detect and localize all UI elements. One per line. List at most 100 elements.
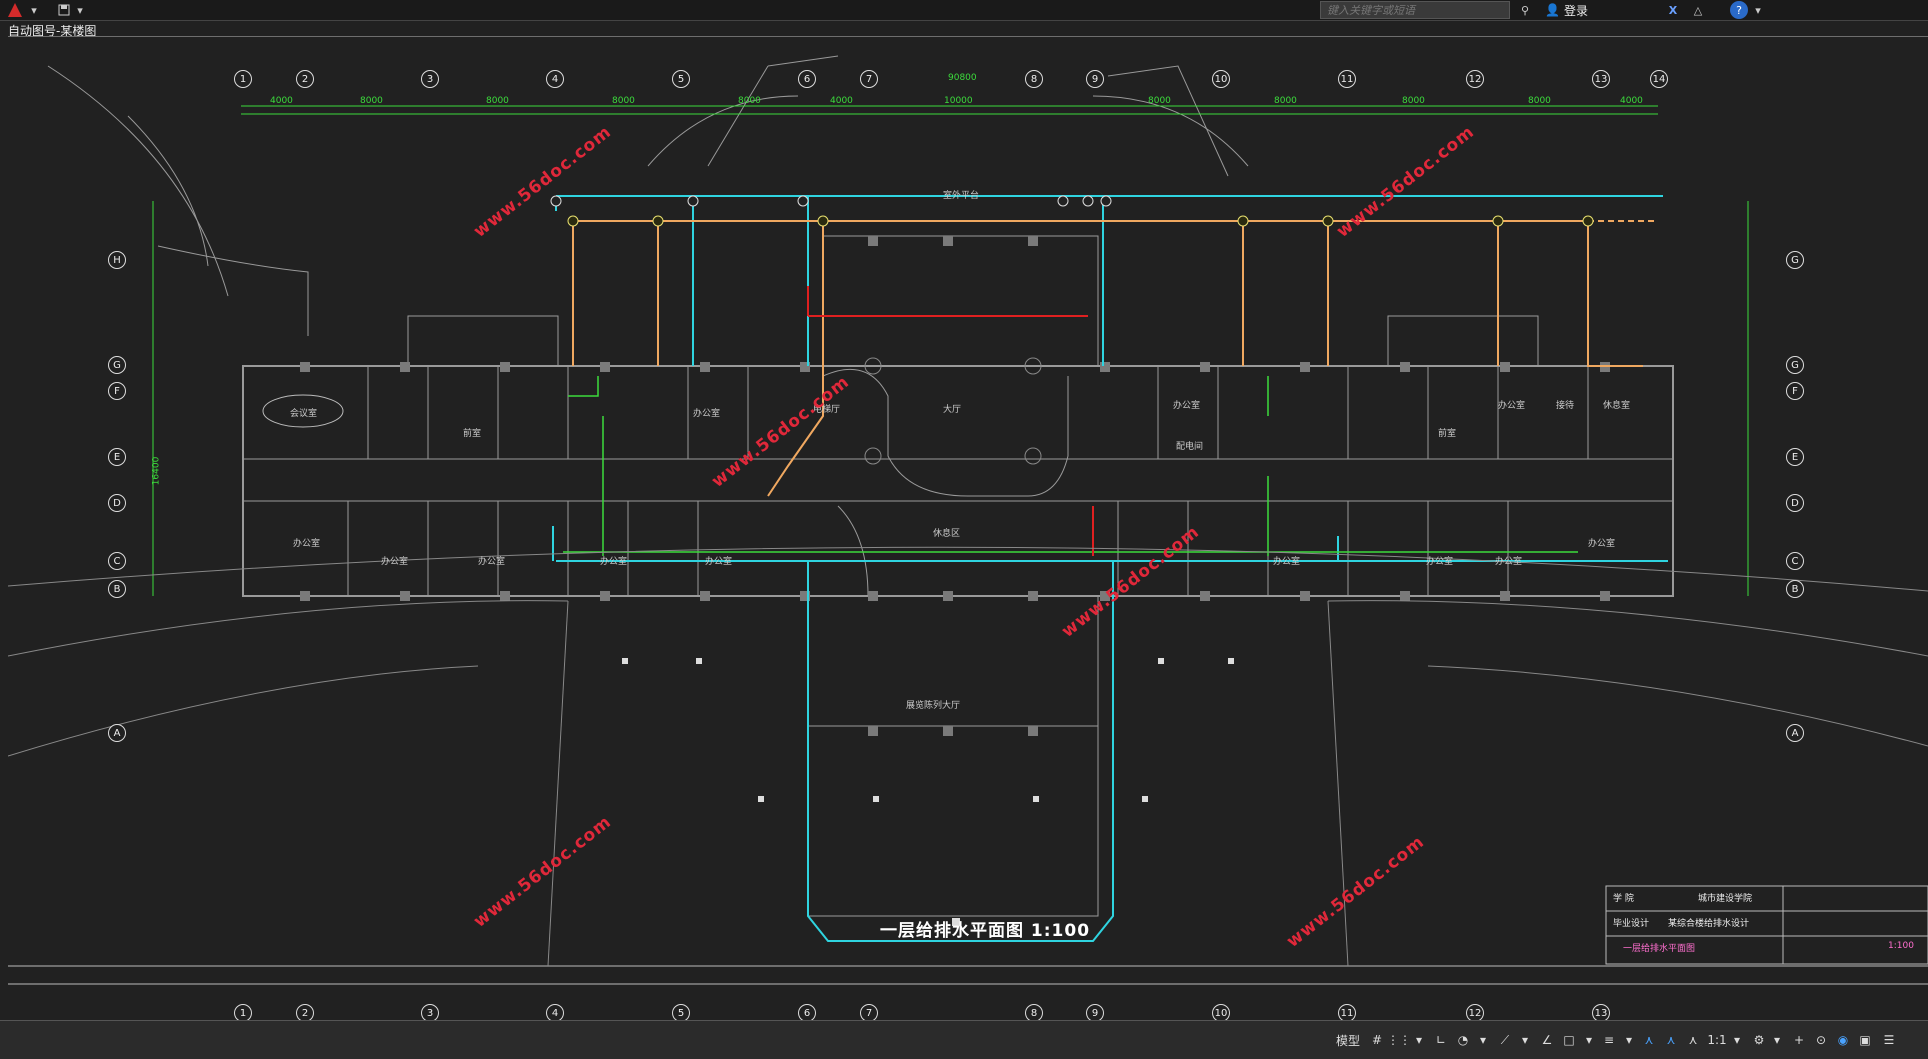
lineweight-icon[interactable]: ≡ <box>1603 1033 1615 1047</box>
row-axis-left-a: A <box>108 724 126 742</box>
row-axis-left-e: E <box>108 448 126 466</box>
col-axis-5: 5 <box>672 70 690 88</box>
lobby-curve <box>822 368 1069 497</box>
file-tab[interactable]: 自动图号-某楼图 <box>8 24 97 38</box>
row-axis-right-g2: G <box>1786 356 1804 374</box>
room-dividers <box>347 366 1589 596</box>
room-office: 办公室 <box>1273 557 1301 567</box>
binoculars-icon[interactable]: ⚲ <box>1520 3 1530 17</box>
gear-icon[interactable]: ⚙ <box>1753 1033 1765 1047</box>
plaza-edge <box>547 600 569 967</box>
annotation-autoscale-icon[interactable]: ⋏ <box>1666 1033 1676 1047</box>
room-office: 办公室 <box>293 539 321 549</box>
isolate-objects-icon[interactable]: ⊙ <box>1815 1033 1827 1047</box>
dim-text: 8000 <box>738 96 761 106</box>
object-track-icon[interactable]: ∠ <box>1541 1033 1553 1047</box>
app-menu-dropdown-icon[interactable]: ▾ <box>31 3 37 17</box>
row-axis-left-d: D <box>108 494 126 512</box>
row-axis-right-e: E <box>1786 448 1804 466</box>
title-block-school: 城市建设学院 <box>1698 894 1753 904</box>
plaza-arc <box>7 665 479 757</box>
title-block-project: 某综合楼给排水设计 <box>1668 919 1750 929</box>
scale-dropdown-icon[interactable]: ▾ <box>1733 1033 1741 1047</box>
snap-icon[interactable]: ⋮⋮ <box>1387 1033 1411 1047</box>
dim-text: 4000 <box>1620 96 1643 106</box>
room-office: 办公室 <box>1173 401 1201 411</box>
app-title-bar: ▾ ▾ ⚲ 👤 登录 X △ ? ▾ <box>0 0 1928 21</box>
col-axis-10: 10 <box>1212 70 1230 88</box>
help-dropdown-icon[interactable]: ▾ <box>1755 3 1761 17</box>
col-axis-11: 11 <box>1338 70 1356 88</box>
clean-screen-icon[interactable]: ▣ <box>1859 1033 1871 1047</box>
title-block-label: 学 院 <box>1613 894 1634 904</box>
isodraft-icon[interactable]: ⟋ <box>1500 1032 1510 1047</box>
osnap-dropdown-icon[interactable]: ▾ <box>1585 1033 1593 1047</box>
hardware-accel-icon[interactable]: ◉ <box>1837 1033 1849 1047</box>
dim-text: 4000 <box>830 96 853 106</box>
row-axis-left-c: C <box>108 552 126 570</box>
search-input[interactable] <box>1320 1 1510 19</box>
entrance-stair <box>707 55 839 167</box>
lineweight-dropdown-icon[interactable]: ▾ <box>1625 1033 1633 1047</box>
floor-plan-drawing <box>7 35 1928 985</box>
ramp-curve <box>47 65 229 297</box>
customize-icon[interactable]: ☰ <box>1883 1033 1895 1047</box>
ortho-icon[interactable]: ∟ <box>1435 1033 1447 1047</box>
room-power: 配电间 <box>1176 442 1204 452</box>
annotation-visibility-icon[interactable]: ⋏ <box>1644 1033 1654 1047</box>
col-axis-2-bottom: 2 <box>296 1004 314 1022</box>
row-axis-right-f: F <box>1786 382 1804 400</box>
ramp-curve <box>127 115 209 267</box>
snap-dropdown-icon[interactable]: ▾ <box>1415 1033 1423 1047</box>
room-front-desk-right: 前室 <box>1438 429 1457 439</box>
help-icon[interactable]: ? <box>1730 1 1748 19</box>
grid-icon[interactable]: # <box>1371 1033 1383 1047</box>
autodesk-app-icon[interactable]: △ <box>1693 3 1703 17</box>
title-block-sheet: 一层给排水平面图 <box>1623 944 1696 954</box>
room-office: 办公室 <box>1495 557 1523 567</box>
app-menu-button[interactable] <box>4 1 26 19</box>
conference-table <box>262 394 344 428</box>
col-axis-6: 6 <box>798 70 816 88</box>
row-axis-left-g: G <box>108 356 126 374</box>
water-supply-pipes <box>552 195 1668 942</box>
polar-icon[interactable]: ◔ <box>1457 1033 1469 1047</box>
pipe-nodes <box>550 195 1594 227</box>
annotation-scale-icon[interactable]: ⋏ <box>1688 1033 1698 1047</box>
room-lobby: 大厅 <box>943 405 962 415</box>
stair-wing <box>407 315 559 367</box>
user-icon: 👤 <box>1545 3 1560 17</box>
drawing-canvas[interactable]: 1 2 3 4 5 6 7 8 9 10 11 12 13 14 1 2 3 4… <box>7 35 1928 1022</box>
annotation-scale-value[interactable]: 1:1 <box>1707 1033 1727 1047</box>
isodraft-dropdown-icon[interactable]: ▾ <box>1521 1033 1529 1047</box>
room-front-desk: 前室 <box>463 429 482 439</box>
row-axis-left-f: F <box>108 382 126 400</box>
dim-text: 8000 <box>486 96 509 106</box>
model-space-button[interactable]: 模型 <box>1335 1033 1360 1048</box>
save-icon[interactable] <box>56 1 72 19</box>
col-axis-1: 1 <box>234 70 252 88</box>
columns <box>300 236 1610 736</box>
row-axis-right-d: D <box>1786 494 1804 512</box>
room-office: 办公室 <box>705 557 733 567</box>
exchange-x-icon[interactable]: X <box>1668 3 1678 17</box>
dim-text: 8000 <box>1402 96 1425 106</box>
quick-access-dropdown-icon[interactable]: ▾ <box>77 3 83 17</box>
row-total-dim: 16400 <box>151 456 162 486</box>
polar-dropdown-icon[interactable]: ▾ <box>1479 1033 1487 1047</box>
col-axis-13-bottom: 13 <box>1592 1004 1610 1022</box>
col-axis-8: 8 <box>1025 70 1043 88</box>
col-axis-7: 7 <box>860 70 878 88</box>
total-dim-text: 90800 <box>948 73 977 83</box>
room-office: 办公室 <box>1498 401 1526 411</box>
plus-icon[interactable]: + <box>1793 1033 1805 1047</box>
plaza-arc <box>7 546 1928 592</box>
row-axis-right-c: C <box>1786 552 1804 570</box>
branch-pipes <box>563 376 1578 556</box>
room-elevator-hall: 电梯厅 <box>813 405 841 415</box>
workspace-dropdown-icon[interactable]: ▾ <box>1773 1033 1781 1047</box>
col-axis-11-bottom: 11 <box>1338 1004 1356 1022</box>
room-office: 办公室 <box>1426 557 1454 567</box>
osnap-icon[interactable]: □ <box>1563 1033 1575 1047</box>
login-button[interactable]: 👤 登录 <box>1545 3 1588 18</box>
